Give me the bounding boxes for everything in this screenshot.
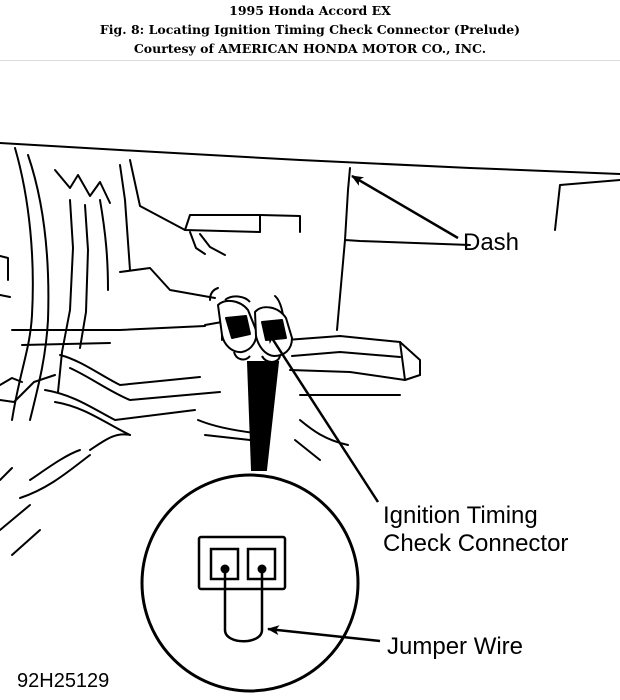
zoom-callout-beam: [246, 361, 280, 471]
terminal-right: [246, 547, 277, 581]
connector-pair-drawing: [217, 295, 293, 363]
leader-arrows: [266, 174, 459, 643]
connector-label-line1: Ignition Timing: [383, 502, 538, 529]
dashboard-drawing: [0, 142, 620, 556]
vehicle-title: 1995 Honda Accord EX: [229, 3, 391, 18]
jumper-arrow: [267, 625, 381, 643]
jumper-wire-label: Jumper Wire: [387, 633, 523, 660]
magnified-connector-callout: [140, 473, 360, 693]
dash-arrow: [351, 174, 459, 240]
figure-header: 1995 Honda Accord EX Fig. 8: Locating Ig…: [0, 0, 620, 58]
connector-arrow: [266, 331, 380, 503]
figure-caption: Fig. 8: Locating Ignition Timing Check C…: [99, 22, 521, 37]
connector-label-line2: Check Connector: [383, 530, 568, 557]
dash-label: Dash: [463, 229, 519, 256]
header-divider: [0, 60, 620, 61]
courtesy-line: Courtesy of AMERICAN HONDA MOTOR CO., IN…: [133, 41, 487, 56]
figure-code: 92H25129: [17, 670, 109, 692]
jumper-wire: [223, 569, 264, 643]
